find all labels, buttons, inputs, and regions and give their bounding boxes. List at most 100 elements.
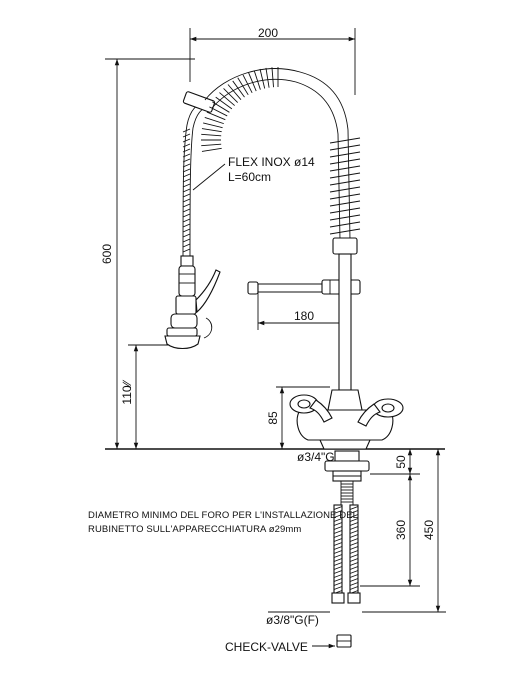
dimension-label-200: 200 bbox=[258, 26, 278, 40]
supply-hose-braid-mark bbox=[349, 526, 359, 530]
spring-coil-turn bbox=[201, 143, 222, 147]
spring-coil-turn bbox=[271, 67, 274, 88]
supply-hose-braid-mark bbox=[333, 554, 343, 558]
installation-note: DIAMETRO MINIMO DEL FORO PER L'INSTALLAZ… bbox=[88, 510, 358, 535]
spring-coil-turn bbox=[248, 72, 257, 92]
spring-coil-turn bbox=[227, 84, 242, 100]
flex-hose-callout: FLEX INOX ø14 L=60cm bbox=[192, 155, 315, 191]
supply-hose-braid-mark bbox=[349, 522, 359, 526]
hose-braid-mark bbox=[182, 228, 191, 233]
spring-coil-turn bbox=[209, 106, 228, 117]
supply-hose-braid-mark bbox=[349, 586, 359, 590]
spring-coil-turn bbox=[201, 133, 222, 137]
spring-coil-turn bbox=[329, 200, 361, 207]
dimension-reach-180: 180 bbox=[257, 292, 350, 330]
supply-hose-braid-mark bbox=[349, 558, 359, 562]
hose-braid-mark bbox=[182, 133, 191, 138]
supply-hose-braid-mark bbox=[333, 514, 343, 518]
hose-braid-mark bbox=[182, 148, 191, 153]
spring-coil-turn bbox=[232, 80, 245, 98]
supply-hose-braid-mark bbox=[333, 574, 343, 578]
supply-hose-braid-mark bbox=[333, 542, 343, 546]
hose-braid-mark bbox=[182, 163, 191, 168]
spring-coil-turn bbox=[212, 101, 230, 113]
supply-hose-braid-mark bbox=[333, 578, 343, 582]
dimension-label-110: 110∕∕ bbox=[120, 379, 134, 404]
check-valve-callout: CHECK-VALVE bbox=[225, 640, 335, 654]
supply-hose-braid-mark bbox=[349, 510, 359, 514]
supply-hose-braid-mark bbox=[349, 582, 359, 586]
spring-coil-turn bbox=[242, 74, 253, 93]
spring-coil-turn bbox=[215, 96, 233, 110]
dimension-height-85: 85 bbox=[266, 386, 330, 449]
supply-hose-braid-mark bbox=[349, 570, 359, 574]
supply-hose-braid-mark bbox=[333, 522, 343, 526]
dimension-depth-50: 50 bbox=[370, 449, 420, 475]
note-line-1: DIAMETRO MINIMO DEL FORO PER L'INSTALLAZ… bbox=[88, 510, 358, 521]
main-column bbox=[327, 237, 363, 411]
spring-coil-turn bbox=[253, 70, 261, 90]
spring-coil-turn bbox=[329, 207, 361, 214]
hose-braid-mark bbox=[182, 238, 191, 243]
hose-braid-mark bbox=[182, 218, 191, 223]
dimension-height-600: 600 bbox=[100, 58, 195, 449]
dimension-width-200: 200 bbox=[189, 26, 356, 95]
supply-hose-braid-mark bbox=[349, 518, 359, 522]
supply-hose-braid-mark bbox=[349, 542, 359, 546]
hose-braid-mark bbox=[182, 198, 191, 203]
supply-hose-braid-mark bbox=[333, 534, 343, 538]
spring-coil-turn bbox=[259, 68, 266, 89]
supply-hose-braid-mark bbox=[349, 566, 359, 570]
dimension-depth-450: 450 bbox=[362, 449, 446, 613]
spring-coil-turn bbox=[329, 193, 361, 200]
flex-hose bbox=[182, 91, 216, 259]
spring-coil-turn bbox=[203, 122, 223, 129]
supply-hose-braid-mark bbox=[333, 506, 343, 510]
flex-hose-label-line2: L=60cm bbox=[228, 170, 271, 184]
hose-braid-mark bbox=[182, 248, 191, 253]
check-valve bbox=[336, 634, 352, 648]
supply-hose-braid-mark bbox=[349, 574, 359, 578]
hose-braid-mark bbox=[182, 208, 191, 213]
spring-coil-turn bbox=[329, 228, 361, 235]
dimension-depth-360: 360 bbox=[360, 474, 420, 587]
hose-braid-mark bbox=[182, 158, 191, 163]
spray-gun bbox=[164, 255, 221, 350]
supply-hose-braid-mark bbox=[349, 514, 359, 518]
supply-hose-braid-mark bbox=[333, 510, 343, 514]
check-valve-label: CHECK-VALVE bbox=[225, 640, 308, 654]
hose-braid-mark bbox=[182, 193, 191, 198]
hose-braid-mark bbox=[182, 233, 191, 238]
inlet-thread-label: ø3/4"G bbox=[297, 450, 335, 464]
hose-braid-mark bbox=[182, 173, 191, 178]
supply-hose-braid-mark bbox=[349, 578, 359, 582]
hose-braid-mark bbox=[182, 178, 191, 183]
spring-coil-turn bbox=[329, 158, 361, 165]
dimension-label-600: 600 bbox=[100, 244, 114, 264]
mixer-body bbox=[289, 394, 404, 450]
supply-hose-braid-mark bbox=[349, 530, 359, 534]
supply-hose-braid-mark bbox=[333, 586, 343, 590]
spring-coil-turn bbox=[204, 117, 224, 125]
spring-coil-turn bbox=[329, 165, 361, 172]
supply-hose-braid-mark bbox=[333, 546, 343, 550]
hose-braid-mark bbox=[182, 138, 191, 143]
dimension-height-110: 110∕∕ bbox=[120, 344, 180, 449]
spring-coil-turn bbox=[329, 151, 361, 158]
supply-hose-braid-mark bbox=[333, 530, 343, 534]
supply-hose-braid-mark bbox=[333, 526, 343, 530]
spring-coil-turn bbox=[329, 179, 361, 186]
supply-hose-braid-mark bbox=[349, 534, 359, 538]
supply-hose-braid-mark bbox=[333, 518, 343, 522]
supply-hoses bbox=[331, 504, 361, 604]
dimension-label-180: 180 bbox=[294, 309, 314, 323]
spring-coil bbox=[201, 67, 361, 241]
note-line-2: RUBINETTO SULL'APPARECCHIATURA ø29mm bbox=[88, 524, 301, 535]
hose-braid-mark bbox=[182, 188, 191, 193]
spring-coil-turn bbox=[219, 92, 235, 106]
dimension-label-50: 50 bbox=[394, 455, 408, 469]
spring-coil-turn bbox=[237, 77, 249, 96]
hose-braid-mark bbox=[182, 243, 191, 248]
supply-hose-braid-mark bbox=[333, 566, 343, 570]
